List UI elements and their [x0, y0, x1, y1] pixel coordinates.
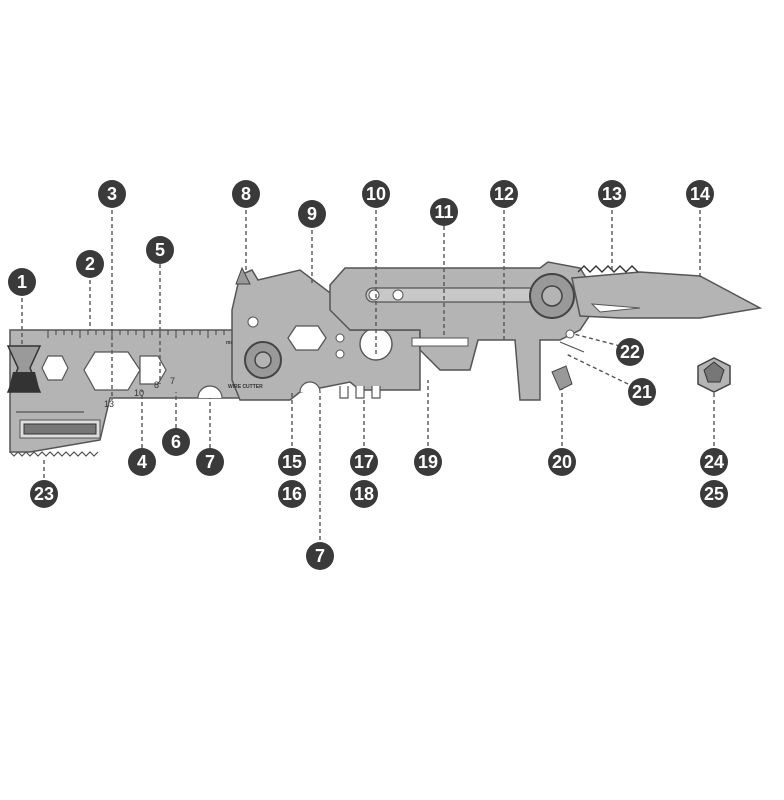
slot-11	[411, 337, 469, 347]
wrench-size-10: 10	[134, 388, 144, 398]
round-notch	[197, 385, 223, 399]
callout-25: 25	[700, 480, 728, 508]
svg-text:15: 15	[282, 452, 302, 472]
callout-15: 15	[278, 448, 306, 476]
callout-7a: 7	[196, 448, 224, 476]
saw-teeth	[9, 451, 99, 457]
callout-2: 2	[76, 250, 104, 278]
blade-groove	[590, 303, 641, 313]
screwdriver-bit	[23, 423, 97, 435]
callout-21: 21	[628, 378, 656, 406]
lanyard-hole	[565, 329, 575, 339]
svg-text:24: 24	[704, 452, 724, 472]
hex-bit-holder-shade	[8, 372, 40, 392]
callout-9: 9	[298, 200, 326, 228]
small-hole-c	[335, 349, 345, 359]
svg-text:16: 16	[282, 484, 302, 504]
callout-1: 1	[8, 268, 36, 296]
callout-13: 13	[598, 180, 626, 208]
svg-text:12: 12	[494, 184, 514, 204]
small-hole-b	[335, 333, 345, 343]
flat-driver	[551, 365, 573, 391]
callout-23: 23	[30, 480, 58, 508]
callout-5: 5	[146, 236, 174, 264]
callout-11: 11	[430, 198, 458, 226]
svg-text:4: 4	[137, 452, 147, 472]
svg-text:22: 22	[620, 342, 640, 362]
wrench-size-7: 7	[170, 376, 175, 386]
callout-19: 19	[414, 448, 442, 476]
svg-text:17: 17	[354, 452, 374, 472]
callout-3: 3	[98, 180, 126, 208]
callout-16: 16	[278, 480, 306, 508]
wire-cutter-label: WIRE CUTTER	[228, 384, 263, 390]
wrench-size-13: 13	[104, 399, 114, 409]
svg-text:14: 14	[690, 184, 710, 204]
svg-text:5: 5	[155, 240, 165, 260]
svg-text:1: 1	[17, 272, 27, 292]
svg-text:13: 13	[602, 184, 622, 204]
svg-text:2: 2	[85, 254, 95, 274]
ruler-unit-label: mm	[226, 340, 235, 346]
svg-text:8: 8	[241, 184, 251, 204]
svg-text:11: 11	[434, 202, 453, 222]
serrated-edge	[577, 265, 639, 273]
small-hole-a	[247, 316, 259, 328]
multitool-body: mm 13 10 8 7 WIRE CUTTER	[6, 261, 763, 457]
svg-text:21: 21	[632, 382, 652, 402]
hex-hole	[287, 325, 327, 351]
callout-17: 17	[350, 448, 378, 476]
svg-text:18: 18	[354, 484, 374, 504]
pry-spike	[235, 266, 251, 285]
hex-wrench-small	[41, 355, 69, 381]
callout-22: 22	[616, 338, 644, 366]
svg-text:9: 9	[307, 204, 317, 224]
bottom-notches	[299, 381, 381, 399]
callout-20: 20	[548, 448, 576, 476]
callout-8: 8	[232, 180, 260, 208]
svg-text:10: 10	[366, 184, 386, 204]
leader-lines	[21, 210, 715, 540]
svg-text:7: 7	[205, 452, 215, 472]
svg-text:6: 6	[171, 432, 181, 452]
blade-track	[365, 287, 537, 303]
callout-6: 6	[162, 428, 190, 456]
svg-text:19: 19	[418, 452, 438, 472]
callout-12: 12	[490, 180, 518, 208]
svg-text:23: 23	[34, 484, 54, 504]
callout-24: 24	[700, 448, 728, 476]
callout-14: 14	[686, 180, 714, 208]
svg-text:25: 25	[704, 484, 724, 504]
callout-18: 18	[350, 480, 378, 508]
callout-10: 10	[362, 180, 390, 208]
wrench-size-8: 8	[154, 380, 159, 390]
callout-4: 4	[128, 448, 156, 476]
svg-text:3: 3	[107, 184, 117, 204]
callout-7b: 7	[306, 542, 334, 570]
svg-text:7: 7	[315, 546, 325, 566]
svg-text:20: 20	[552, 452, 572, 472]
